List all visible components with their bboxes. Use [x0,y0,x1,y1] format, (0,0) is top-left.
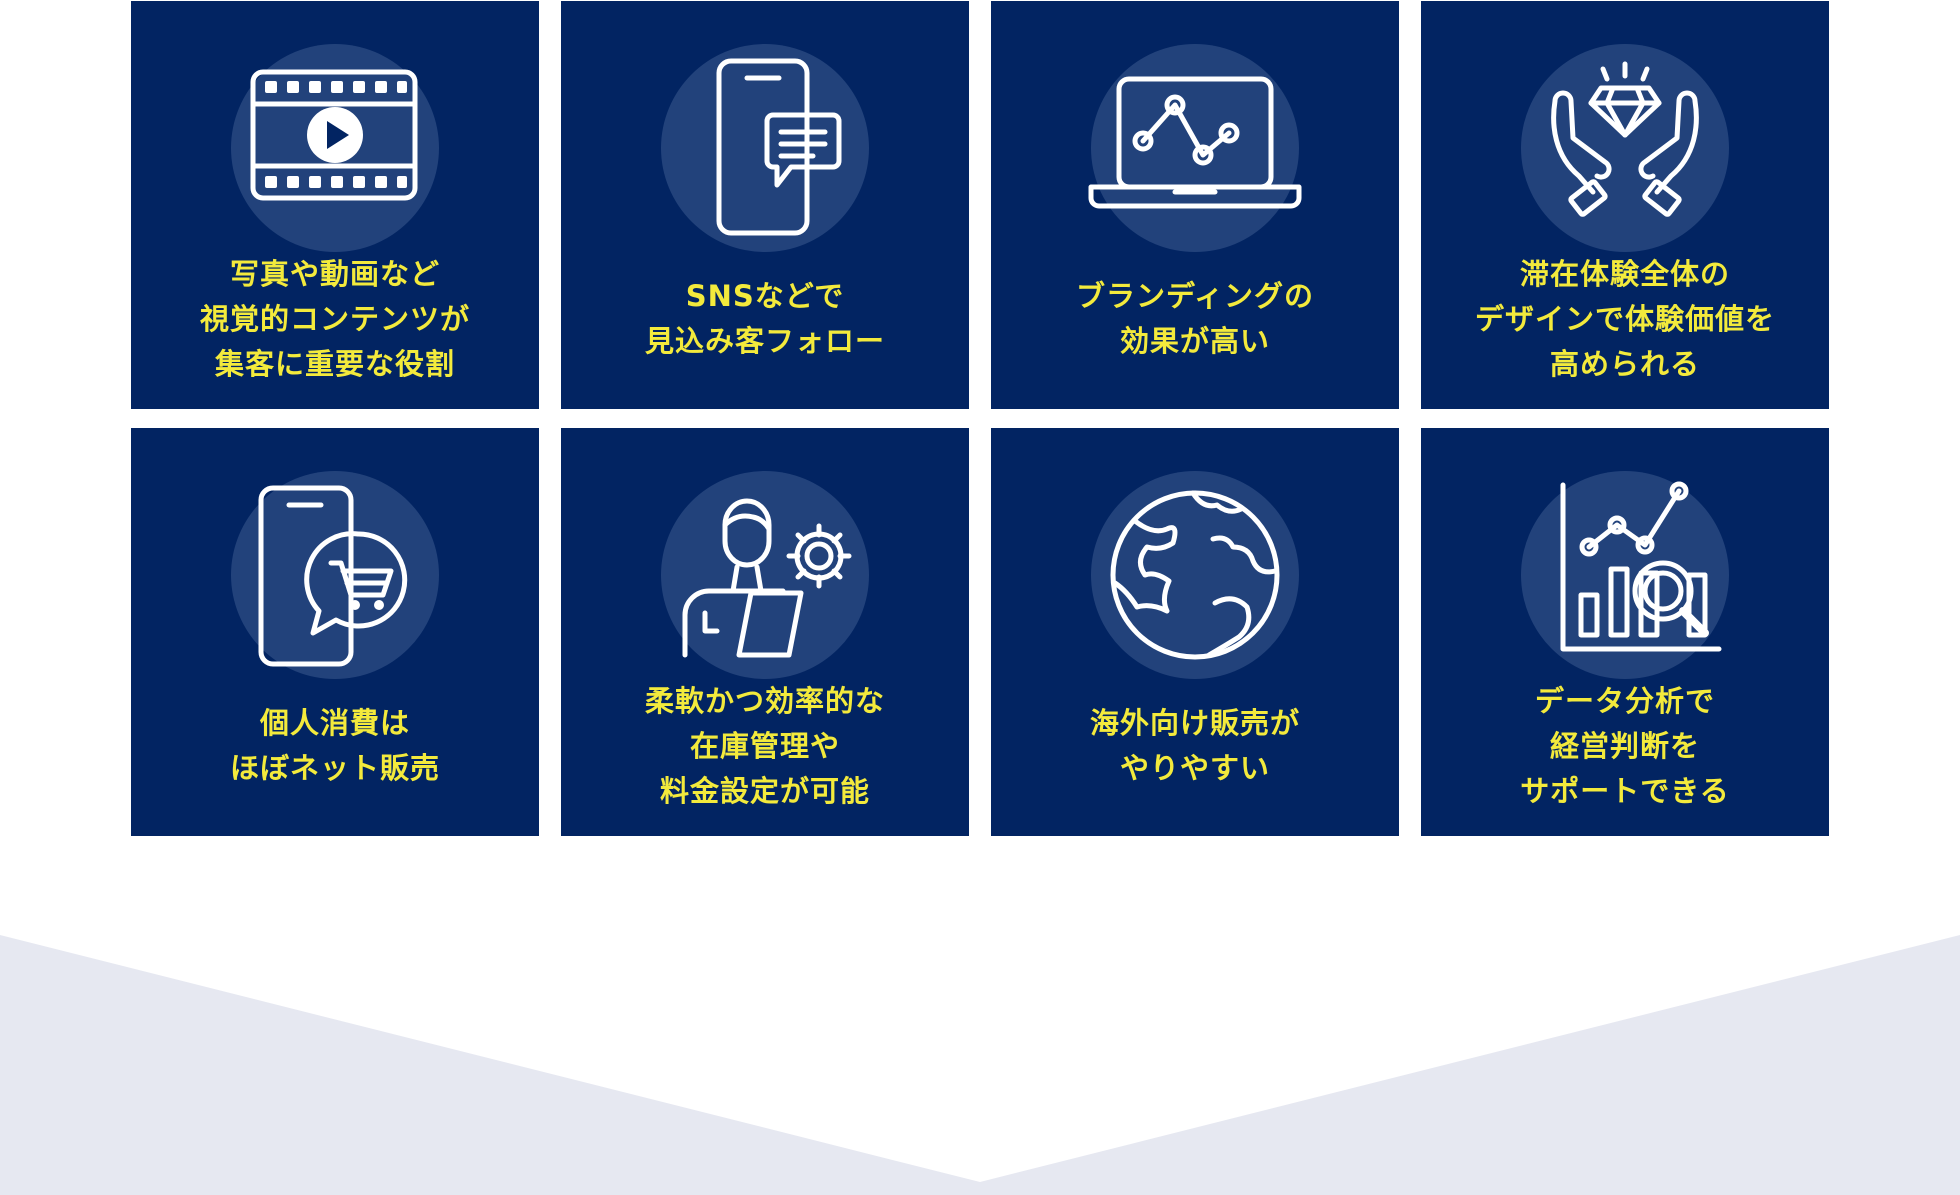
icon-circle [1521,44,1729,252]
feature-label-line: 効果が高い [1119,324,1270,358]
globe-icon [1110,490,1280,660]
feature-label: 写真や動画など 視覚的コンテンツが 集客に重要な役割 [141,251,529,387]
feature-label-line: SNSなどで [685,279,845,313]
icon-circle [1091,471,1299,679]
feature-label-line: 経営判断を [1549,728,1700,763]
feature-card-overseas-sales: 海外向け販売が やりやすい [991,428,1399,836]
feature-label: 海外向け販売が やりやすい [1001,678,1389,814]
feature-label-line: 高められる [1549,346,1700,381]
feature-grid: 写真や動画など 視覚的コンテンツが 集客に重要な役割 SNSなどで 見込み客フォ… [131,1,1829,836]
feature-card-data-analysis: データ分析で 経営判断を サポートできる [1421,428,1829,836]
feature-label: ブランディングの 効果が高い [1001,251,1389,387]
feature-label-line: 海外向け販売が [1089,706,1300,740]
feature-label-line: ほぼネット販売 [229,751,440,785]
feature-label-line: 集客に重要な役割 [214,346,455,381]
feature-card-experience-design: 滞在体験全体の デザインで体験価値を 高められる [1421,1,1829,409]
icon-circle [661,44,869,252]
feature-label-line: 写真や動画など [229,256,440,291]
feature-label-line: 見込み客フォロー [644,324,885,358]
phone-chat-icon [716,58,842,236]
feature-label-line: 料金設定が可能 [659,773,870,808]
feature-label: データ分析で 経営判断を サポートできる [1431,678,1819,814]
icon-circle [1088,44,1302,252]
chart-magnifier-icon [1560,481,1722,652]
hands-diamond-icon [1551,61,1699,217]
icon-circle [231,471,439,679]
feature-label-line: 柔軟かつ効率的な [644,683,885,718]
feature-label-line: 在庫管理や [689,728,840,763]
feature-card-visual-content: 写真や動画など 視覚的コンテンツが 集客に重要な役割 [131,1,539,409]
feature-label-line: デザインで体験価値を [1474,301,1775,336]
icon-circle [1521,471,1729,679]
feature-label: SNSなどで 見込み客フォロー [571,251,959,387]
person-laptop-gear-icon [682,498,852,658]
feature-label-line: ブランディングの [1076,279,1314,313]
feature-label-line: サポートできる [1520,773,1730,808]
icon-circle [661,471,869,679]
feature-label: 個人消費は ほぼネット販売 [141,678,529,814]
feature-label-line: やりやすい [1119,751,1270,785]
film-play-icon [250,69,418,201]
feature-card-online-sales: 個人消費は ほぼネット販売 [131,428,539,836]
feature-card-inventory-pricing: 柔軟かつ効率的な 在庫管理や 料金設定が可能 [561,428,969,836]
feature-label-line: 視覚的コンテンツが [199,301,470,336]
icon-circle [231,44,439,252]
feature-card-sns-follow: SNSなどで 見込み客フォロー [561,1,969,409]
feature-card-branding: ブランディングの 効果が高い [991,1,1399,409]
feature-label-line: データ分析で [1534,683,1715,718]
feature-label-line: 滞在体験全体の [1519,256,1730,291]
feature-label: 柔軟かつ効率的な 在庫管理や 料金設定が可能 [571,678,959,814]
phone-cart-icon [258,485,408,667]
feature-label-line: 個人消費は [259,706,410,740]
laptop-chart-icon [1088,76,1302,209]
feature-label: 滞在体験全体の デザインで体験価値を 高められる [1431,251,1819,387]
